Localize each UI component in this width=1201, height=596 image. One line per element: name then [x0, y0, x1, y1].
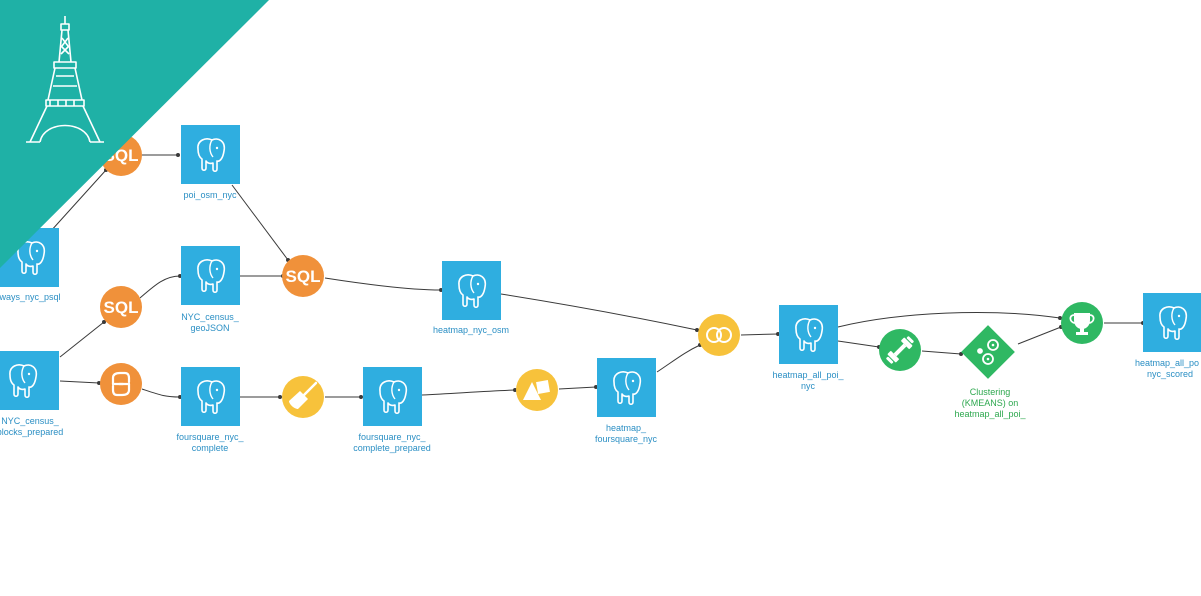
- edge: [421, 389, 516, 396]
- sql-label: SQL: [286, 267, 321, 286]
- broom-icon: [289, 381, 318, 409]
- dataset-nyc-census-blocks-prepared[interactable]: [0, 351, 59, 410]
- dataset-foursquare-nyc-complete-prepared[interactable]: [363, 367, 422, 426]
- edge: [139, 275, 181, 299]
- edge: [837, 312, 1061, 328]
- label-ways-nyc-psql: ways_nyc_psql: [0, 292, 61, 302]
- edge: [231, 184, 289, 261]
- edge-dot: [359, 395, 363, 399]
- label-clustering-model: Clustering (KMEANS) on heatmap_all_poi_: [954, 387, 1026, 419]
- dataset-heatmap-foursquare-nyc[interactable]: [597, 358, 656, 417]
- dataset-poi-osm-nyc[interactable]: [181, 125, 240, 184]
- edge-dot: [959, 352, 963, 356]
- trophy-icon: [1069, 313, 1095, 335]
- edge: [921, 350, 962, 355]
- edge-dot: [1058, 316, 1062, 320]
- shapes-icon: [523, 380, 550, 400]
- recipe-prepare[interactable]: [282, 376, 324, 418]
- edge: [324, 277, 442, 291]
- edge-dot: [513, 388, 517, 392]
- label-heatmap-nyc-osm: heatmap_nyc_osm: [432, 325, 510, 335]
- union-icon: [706, 327, 732, 343]
- sql-label: SQL: [104, 298, 139, 317]
- python-icon: [111, 371, 131, 397]
- recipe-score[interactable]: [1061, 302, 1103, 344]
- label-foursquare-nyc-complete: foursquare_nyc_ complete: [176, 432, 244, 453]
- edge: [49, 169, 107, 233]
- dataset-heatmap-all-poi-nyc[interactable]: [779, 305, 838, 364]
- label-heatmap-all-poi-nyc: heatmap_all_poi_ nyc: [772, 370, 844, 391]
- dataset-foursquare-nyc-complete[interactable]: [181, 367, 240, 426]
- dataset-nyc-census-geojson[interactable]: [181, 246, 240, 305]
- recipe-train[interactable]: [879, 329, 921, 371]
- recipe-sql-middle[interactable]: SQL: [100, 286, 142, 328]
- edge: [837, 340, 880, 348]
- model-clustering[interactable]: [961, 325, 1015, 379]
- recipe-geo[interactable]: [516, 369, 558, 411]
- label-foursquare-nyc-complete-prepared: foursquare_nyc_ complete_prepared: [353, 432, 431, 453]
- edge: [59, 321, 105, 358]
- edge-dot: [102, 320, 106, 324]
- edge: [141, 388, 181, 398]
- clustering-icon: [977, 339, 999, 365]
- label-poi-osm-nyc: poi_osm_nyc: [183, 190, 237, 200]
- edges: [49, 154, 1143, 398]
- label-heatmap-foursquare-nyc: heatmap_ foursquare_nyc: [594, 423, 658, 444]
- recipe-sql-join[interactable]: SQL: [282, 255, 324, 297]
- edge: [59, 380, 100, 384]
- edge: [1017, 326, 1062, 345]
- label-nyc-census-geojson: NYC_census_ geoJSON: [181, 312, 239, 333]
- edge: [500, 293, 698, 331]
- edge-dot: [695, 328, 699, 332]
- dataset-heatmap-nyc-osm[interactable]: [442, 261, 501, 320]
- recipe-python[interactable]: [100, 363, 142, 405]
- eiffel-tower-icon: [26, 16, 104, 143]
- edge-dot: [278, 395, 282, 399]
- edge: [740, 333, 779, 336]
- edge: [656, 344, 701, 373]
- label-nyc-census-blocks-prepared: NYC_census_ blocks_prepared: [0, 416, 64, 437]
- recipe-stack[interactable]: [698, 314, 740, 356]
- label-heatmap-all-poi-nyc-scored: heatmap_all_po nyc_scored: [1135, 358, 1200, 379]
- dataset-heatmap-all-poi-nyc-scored[interactable]: [1143, 293, 1201, 352]
- corner-ribbon: [0, 0, 269, 268]
- dumbbell-icon: [886, 336, 914, 364]
- edge-dot: [176, 153, 180, 157]
- edge: [558, 386, 597, 390]
